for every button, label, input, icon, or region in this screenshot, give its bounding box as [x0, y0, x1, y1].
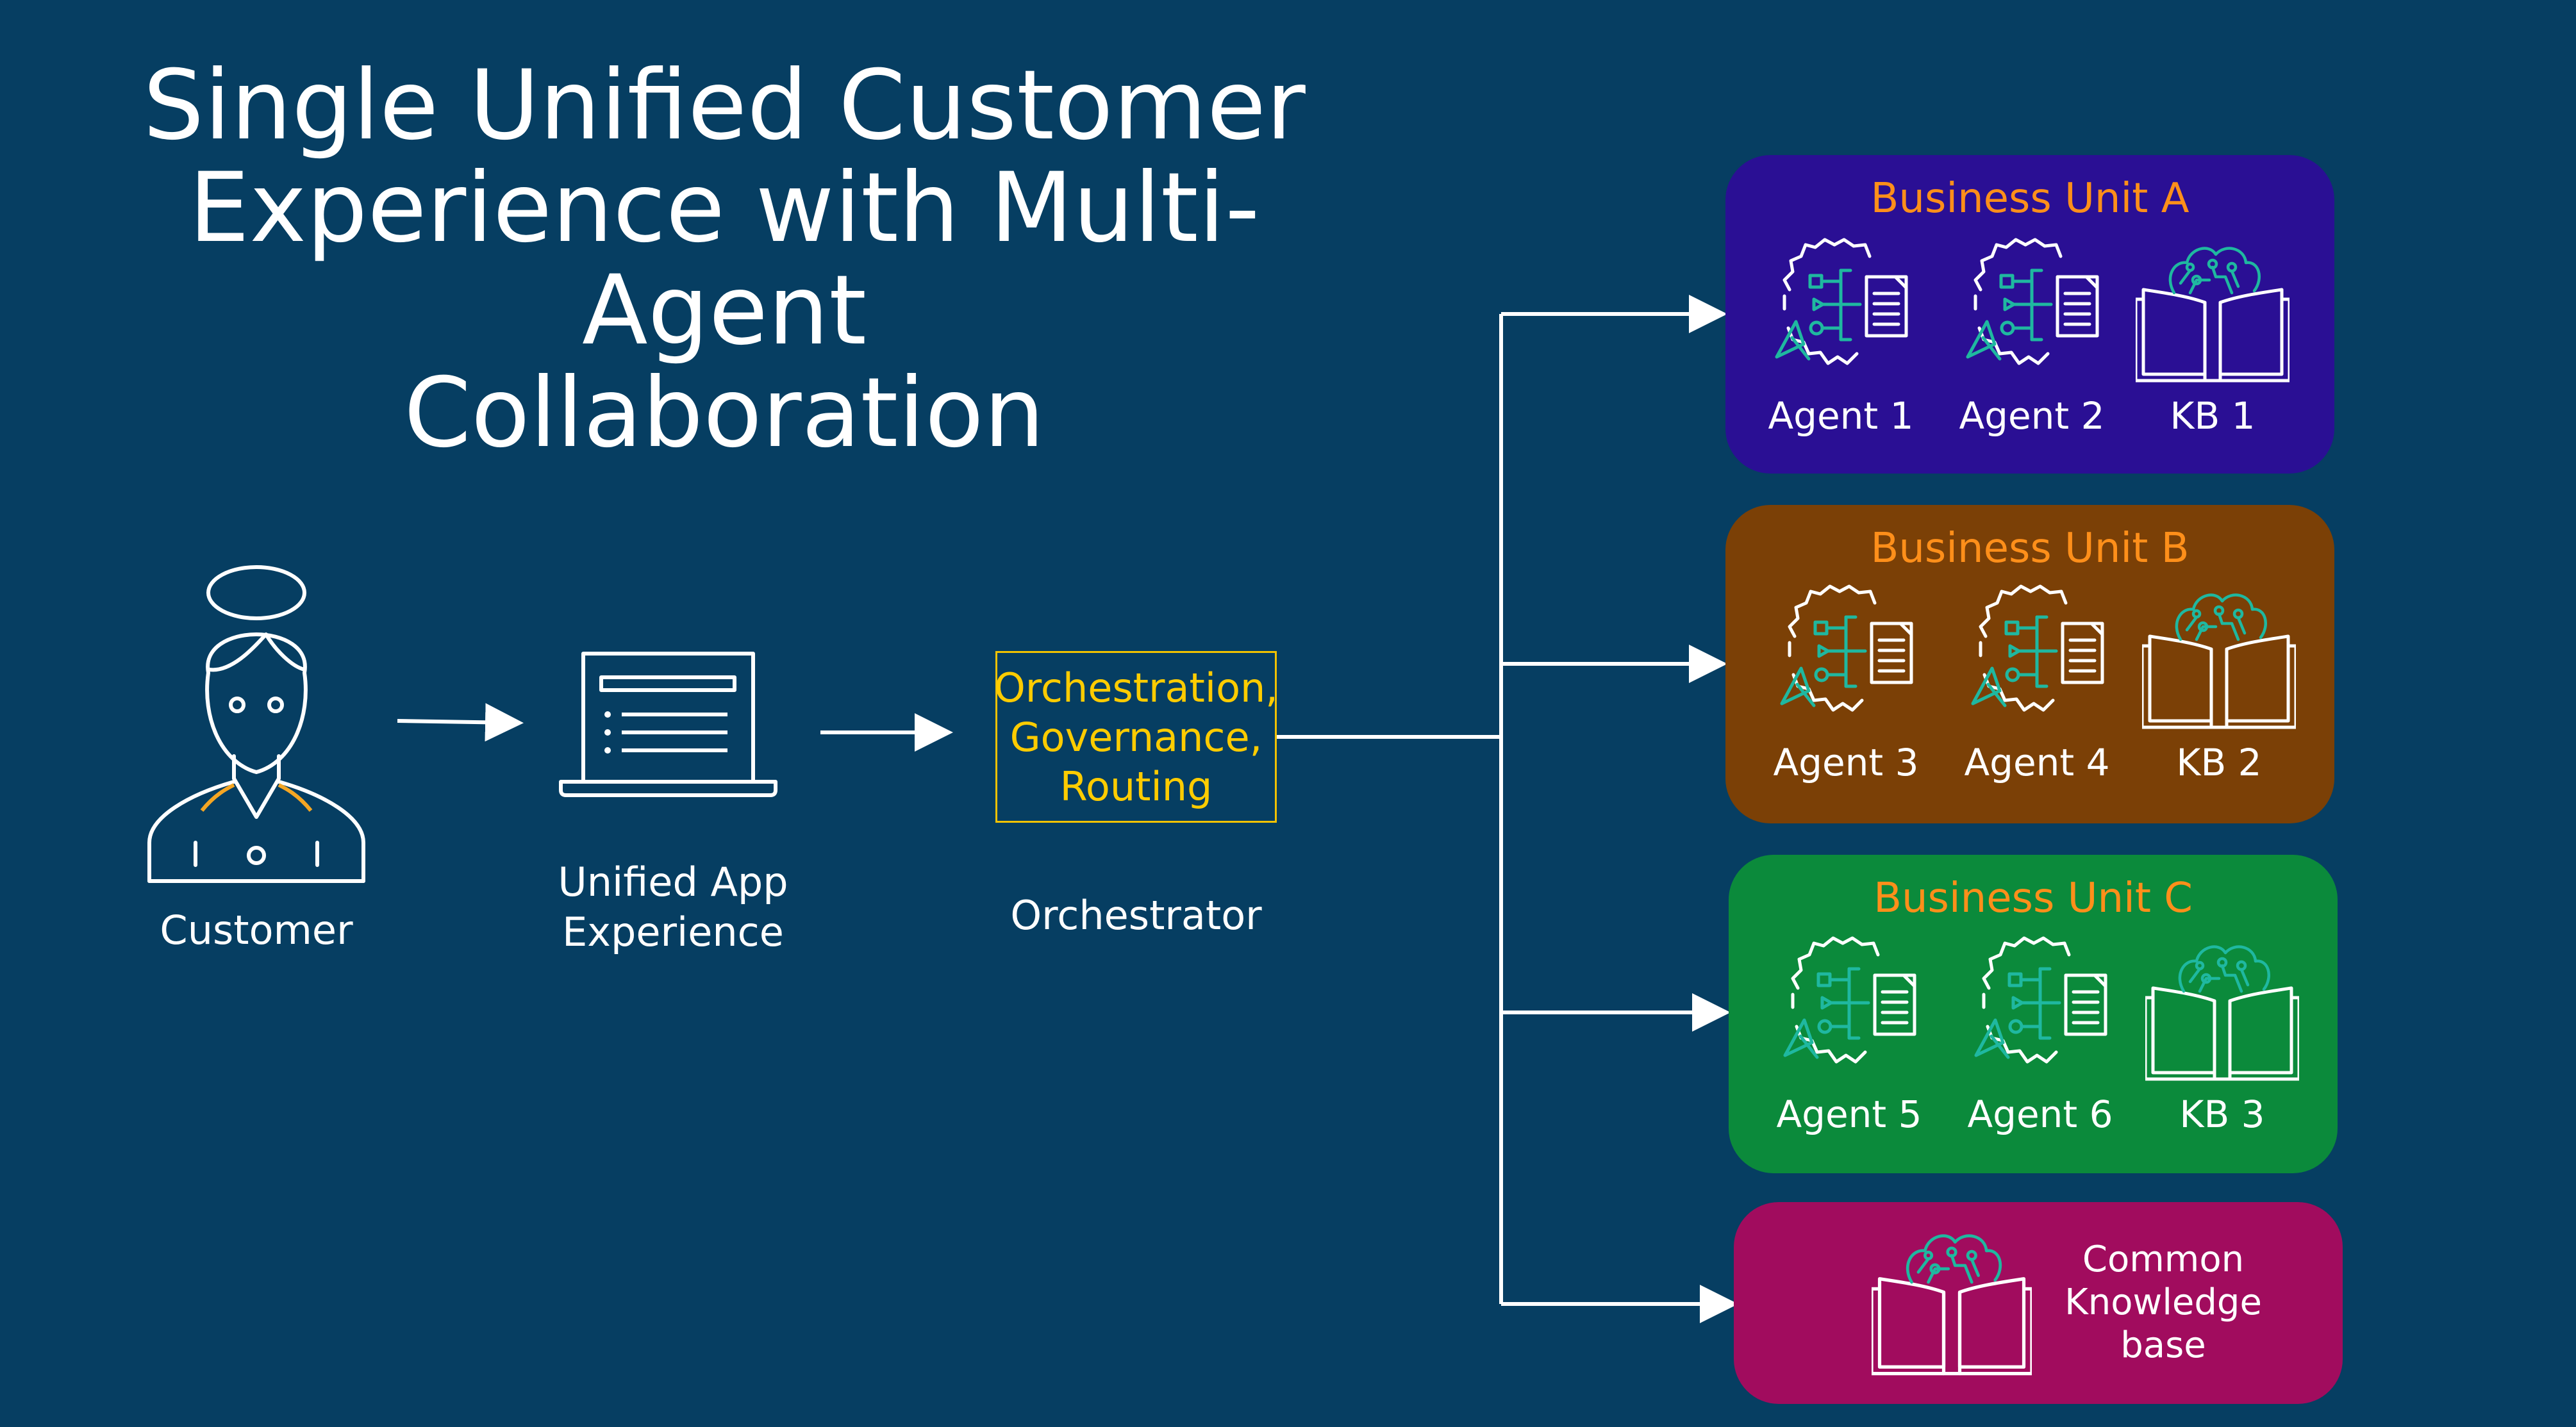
- title-text: Single Unified Customer Experience with …: [143, 50, 1306, 469]
- agent-5-label: Agent 5: [1776, 1093, 1922, 1136]
- knowledge-base-book-icon: [2136, 232, 2289, 386]
- customer-node: [138, 564, 375, 884]
- agent-2: Agent 2: [1936, 232, 2128, 443]
- laptop-icon: [559, 652, 777, 797]
- kb-2-label: KB 2: [2176, 741, 2262, 784]
- agent-icon: [1963, 930, 2117, 1084]
- customer-person-icon: [147, 565, 365, 883]
- kb-3: KB 3: [2126, 930, 2318, 1142]
- agent-icon: [1960, 579, 2114, 732]
- agent-1-label: Agent 1: [1768, 394, 1914, 438]
- kb-3-label: KB 3: [2179, 1093, 2265, 1136]
- customer-label: Customer: [160, 907, 353, 953]
- app-node: [558, 650, 779, 798]
- orchestration-box-text: Orchestration, Governance, Routing: [993, 664, 1279, 810]
- agent-3-label: Agent 3: [1773, 741, 1919, 784]
- orchestrator-label: Orchestrator: [1010, 892, 1262, 939]
- common-kb-icon-wrap: [1856, 1219, 2048, 1385]
- agent-icon: [1955, 232, 2109, 386]
- business-unit-a-title: Business Unit A: [1870, 175, 2190, 222]
- business-unit-c: Business Unit C Agent 5 Agent 6 KB 3: [1729, 855, 2338, 1173]
- business-unit-b: Business Unit B Agent 3 Agent 4 KB 2: [1725, 505, 2334, 823]
- knowledge-base-book-icon: [2145, 930, 2299, 1084]
- agent-4-label: Agent 4: [1964, 741, 2110, 784]
- knowledge-base-book-icon: [1872, 1219, 2032, 1379]
- agent-2-label: Agent 2: [1959, 394, 2105, 438]
- business-unit-b-title: Business Unit B: [1870, 525, 2190, 572]
- arrow-customer-to-app: [397, 703, 524, 742]
- agent-icon: [1769, 579, 1923, 732]
- agent-6-label: Agent 6: [1967, 1093, 2113, 1136]
- kb-1-label: KB 1: [2170, 394, 2256, 438]
- common-knowledge-base: Common Knowledge base: [1734, 1202, 2343, 1404]
- agent-4: Agent 4: [1941, 579, 2133, 790]
- agent-6: Agent 6: [1944, 930, 2136, 1142]
- diagram-title: Single Unified Customer Experience with …: [83, 54, 1365, 465]
- business-unit-c-title: Business Unit C: [1874, 875, 2193, 922]
- kb-1: KB 1: [2116, 232, 2309, 443]
- common-kb-label: Common Knowledge base: [2065, 1239, 2262, 1366]
- agent-icon: [1764, 232, 1918, 386]
- business-unit-a: Business Unit A Agent 1 Agent 2 KB 1: [1725, 155, 2334, 474]
- app-label: Unified App Experience: [558, 859, 788, 955]
- agent-icon: [1772, 930, 1926, 1084]
- kb-2: KB 2: [2123, 579, 2315, 790]
- agent-3: Agent 3: [1750, 579, 1942, 790]
- agent-5: Agent 5: [1753, 930, 1945, 1142]
- orchestration-box: Orchestration, Governance, Routing: [993, 651, 1279, 823]
- knowledge-base-book-icon: [2142, 579, 2296, 732]
- agent-1: Agent 1: [1745, 232, 1937, 443]
